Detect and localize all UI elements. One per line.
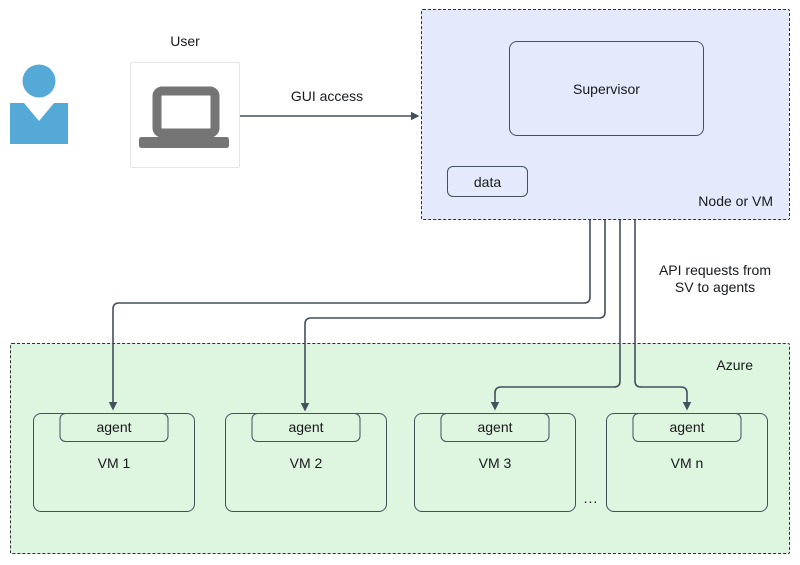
agent-box: agent (251, 412, 361, 442)
laptop-icon (139, 86, 229, 148)
agent-box: agent (632, 412, 742, 442)
api-note-line1: API requests from (658, 262, 772, 278)
gui-access-label: GUI access (290, 88, 364, 104)
node-or-vm-caption: Node or VM (698, 193, 773, 209)
agent-box: agent (440, 412, 550, 442)
api-note: API requests from SV to agents (640, 262, 790, 296)
agent-label: agent (669, 419, 705, 435)
user-label: User (170, 33, 200, 49)
vm-label: VM 3 (478, 455, 512, 471)
agent-label: agent (477, 419, 513, 435)
azure-box: Azure agent VM 1 agent VM 2 agent VM 3 a… (10, 343, 790, 554)
data-box: data (447, 166, 528, 197)
agent-label: agent (96, 419, 132, 435)
node-or-vm-box: Supervisor data Node or VM (421, 9, 790, 220)
api-note-line2: SV to agents (674, 279, 756, 295)
vm-box-n: agent VM n (606, 412, 768, 512)
agent-label: agent (288, 419, 324, 435)
vm-ellipsis: ... (583, 490, 599, 506)
agent-box: agent (59, 412, 169, 442)
vm-box-1: agent VM 1 (33, 412, 195, 512)
supervisor-label: Supervisor (573, 80, 640, 97)
person-icon (10, 58, 70, 148)
vm-label: VM 1 (97, 455, 131, 471)
data-label: data (473, 173, 502, 190)
azure-caption: Azure (716, 357, 753, 373)
laptop-card (130, 62, 240, 168)
vm-box-2: agent VM 2 (225, 412, 387, 512)
supervisor-box: Supervisor (509, 41, 704, 136)
vm-box-3: agent VM 3 (414, 412, 576, 512)
vm-label: VM n (670, 455, 704, 471)
vm-label: VM 2 (289, 455, 323, 471)
